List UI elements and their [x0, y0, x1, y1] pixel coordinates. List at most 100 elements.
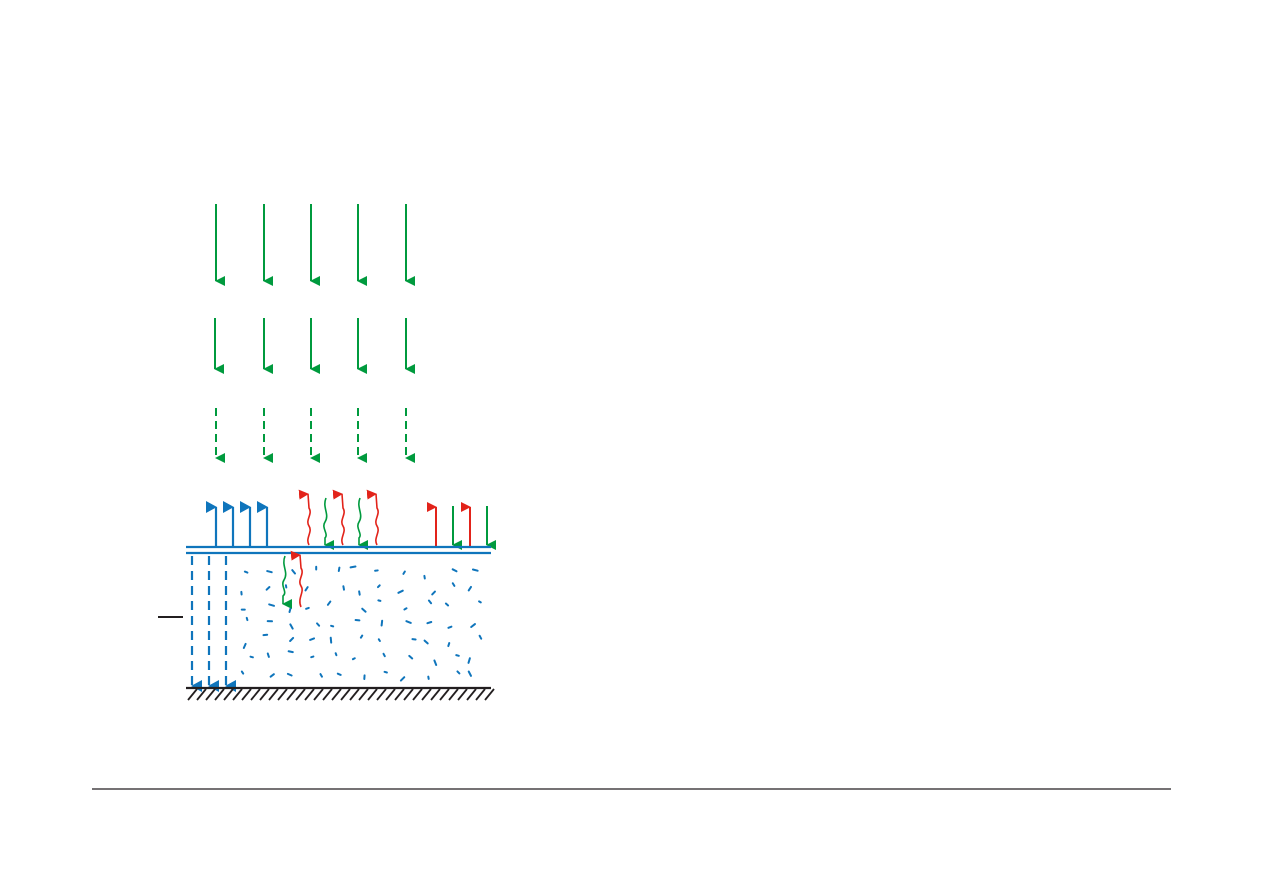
hatch-stroke	[358, 688, 369, 701]
hatch-stroke	[448, 688, 459, 701]
water-texture-dash	[330, 624, 335, 628]
water-texture-dash	[467, 585, 473, 592]
water-texture-dash	[467, 670, 472, 677]
incoming-shortwave-row-1	[215, 204, 415, 286]
water-texture-dash	[286, 672, 293, 677]
water-texture-dash	[456, 670, 461, 675]
water-texture-dash	[288, 607, 292, 613]
water-texture-dash	[316, 622, 321, 627]
water-texture-dash	[266, 652, 270, 658]
water-texture-dash	[383, 670, 388, 674]
wavy-arrow-icon	[366, 489, 379, 546]
water-texture-dash	[447, 625, 453, 629]
hatch-stroke	[223, 688, 234, 701]
water-texture-dash	[289, 636, 295, 642]
water-texture-dash	[361, 607, 367, 613]
water-texture-dash	[478, 634, 483, 640]
water-texture-dash	[471, 568, 479, 572]
hatch-stroke	[457, 688, 468, 701]
water-texture-dash	[309, 637, 316, 641]
water-texture-dash	[319, 673, 323, 678]
water-texture-dash	[240, 670, 245, 675]
hatch-stroke	[385, 688, 396, 701]
water-texture-dash	[478, 600, 482, 604]
wavy-arrow-icon	[357, 497, 368, 550]
hatch-stroke	[277, 688, 288, 701]
water-texture-dash	[287, 650, 294, 654]
hatch-stroke	[214, 688, 225, 701]
water-surface	[186, 545, 491, 555]
hatch-stroke	[340, 688, 351, 701]
hatch-stroke	[286, 688, 297, 701]
hatch-stroke	[232, 688, 243, 701]
water-texture-dash	[377, 638, 381, 642]
water-texture-dash	[337, 566, 341, 572]
wavy-arrow-icon	[298, 489, 311, 546]
water-texture-dash	[377, 584, 381, 589]
hatch-stroke	[295, 688, 306, 701]
water-texture-dash	[405, 620, 412, 624]
hatch-stroke	[241, 688, 252, 701]
subsurface-radiation	[282, 550, 303, 609]
water-texture-dash	[359, 634, 364, 639]
hatch-stroke	[304, 688, 315, 701]
water-texture-dash	[408, 654, 414, 660]
water-texture-dash	[470, 623, 476, 628]
hatch-stroke	[421, 688, 432, 701]
hatch-stroke	[349, 688, 360, 701]
water-texture-dash	[427, 599, 433, 605]
water-texture-dash	[242, 642, 247, 649]
hatch-stroke	[367, 688, 378, 701]
water-texture-dash	[402, 570, 406, 575]
surface-radiation-exchange	[298, 489, 379, 550]
water-texture-dash	[358, 590, 361, 596]
wavy-arrow-icon	[290, 550, 303, 608]
ground-bottom	[186, 686, 495, 701]
water-texture-dash	[291, 569, 296, 575]
water-texture-dash	[326, 600, 332, 606]
hatch-stroke	[250, 688, 261, 701]
water-texture-dash	[245, 616, 249, 622]
water-texture-dash	[336, 672, 342, 676]
evaporation-arrows	[206, 501, 269, 546]
water-texture-dash	[266, 570, 273, 574]
hatch-stroke	[484, 688, 495, 701]
water-texture-dash	[377, 599, 382, 602]
water-texture-dash	[304, 586, 309, 592]
hatch-stroke	[430, 688, 441, 701]
subsurface-flux-arrows	[190, 556, 236, 692]
water-texture-dash	[380, 619, 384, 627]
water-texture-dash	[444, 602, 450, 607]
hatch-ground-icon	[187, 688, 495, 701]
hatch-stroke	[412, 688, 423, 701]
hatch-stroke	[331, 688, 342, 701]
water-texture-dash	[447, 642, 451, 648]
hatch-stroke	[268, 688, 279, 701]
water-texture-dash	[399, 676, 406, 682]
water-texture-dash	[433, 659, 438, 666]
hatch-stroke	[376, 688, 387, 701]
water-texture-dash	[342, 585, 345, 591]
water-texture-dash	[451, 582, 456, 587]
hatch-stroke	[439, 688, 450, 701]
hatch-stroke	[475, 688, 486, 701]
straight-radiation-arrows	[427, 502, 496, 550]
hatch-stroke	[403, 688, 414, 701]
hatch-stroke	[196, 688, 207, 701]
water-texture-dash	[403, 607, 408, 611]
wavy-arrow-icon	[323, 497, 334, 550]
water-texture-dash	[397, 589, 404, 594]
water-texture-dash	[249, 655, 254, 659]
water-texture-dash	[423, 639, 429, 645]
hatch-stroke	[259, 688, 270, 701]
wavy-arrow-icon	[332, 489, 345, 546]
water-texture-dash	[351, 657, 356, 661]
hatch-stroke	[313, 688, 324, 701]
water-texture-dash	[431, 590, 436, 596]
water-texture-dash	[349, 565, 357, 569]
water-texture-dash	[382, 652, 386, 658]
water-texture-dash	[426, 620, 433, 625]
water-texture-dash	[265, 586, 271, 591]
diffuse-shortwave-row	[215, 408, 415, 463]
